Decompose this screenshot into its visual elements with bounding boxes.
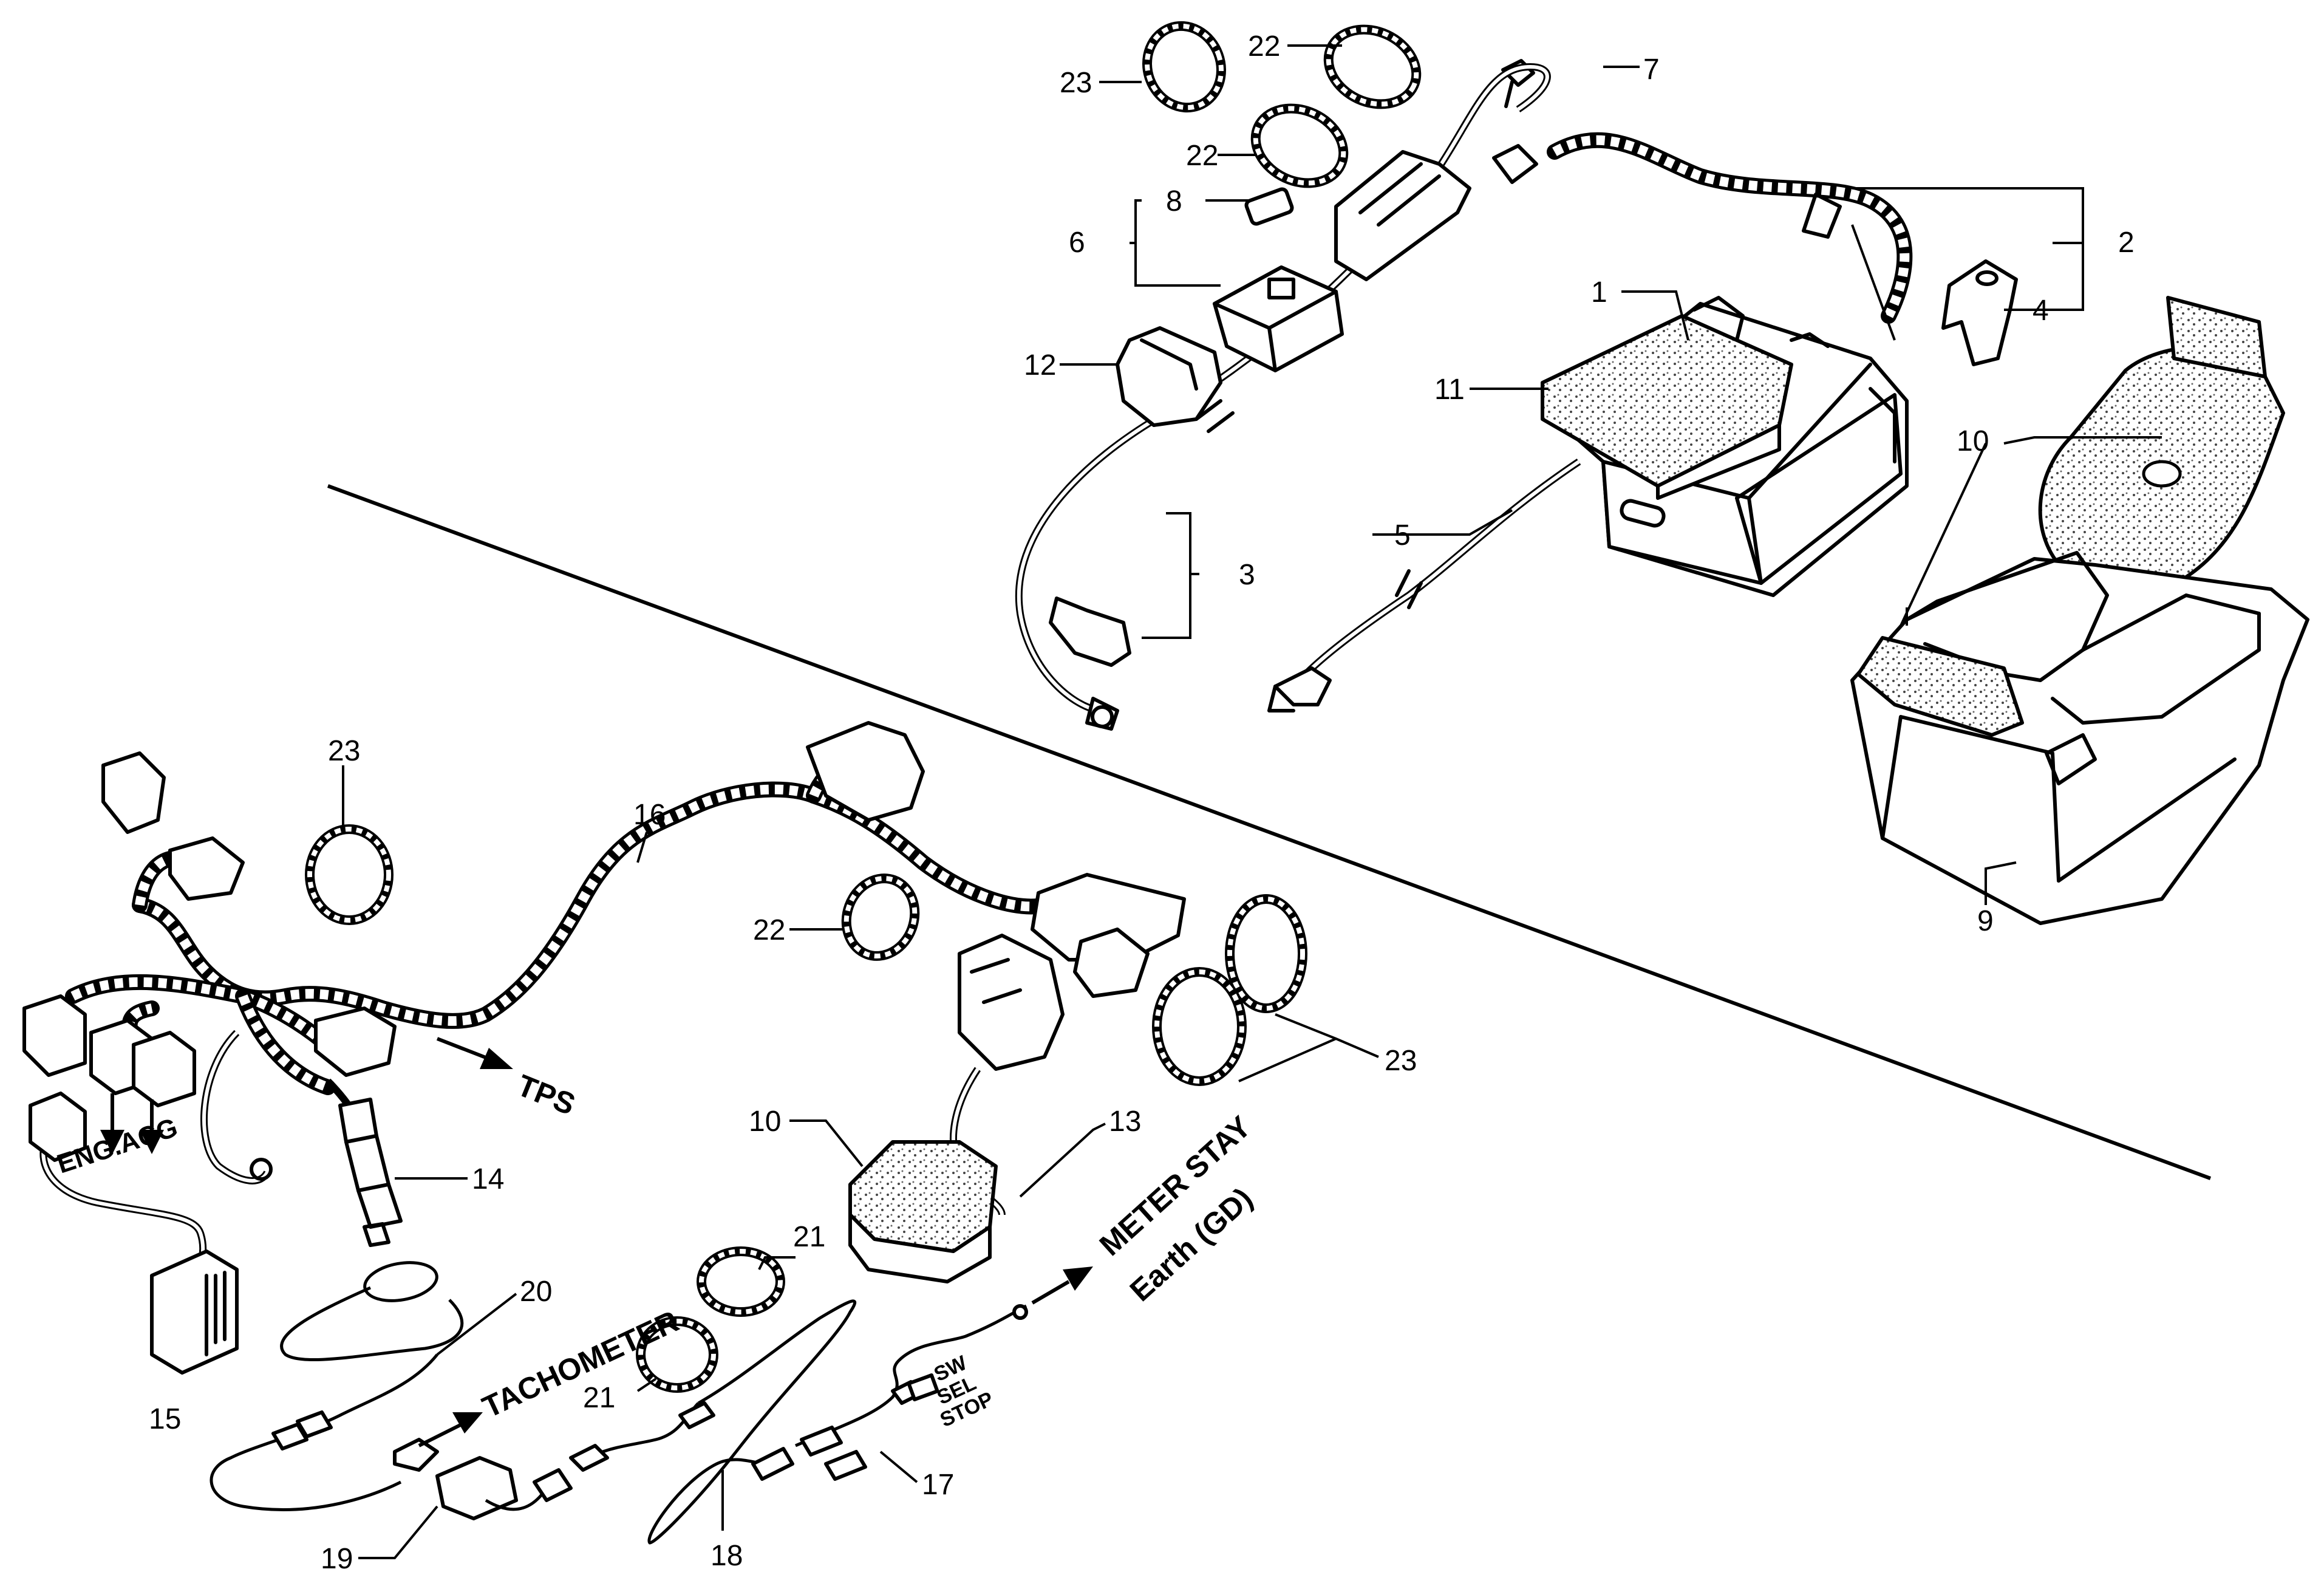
connector-19 <box>393 1438 573 1520</box>
o2-sensor-14 <box>325 1078 403 1247</box>
callout-10-upper: 10 <box>1957 425 1989 457</box>
callout-13: 13 <box>1109 1105 1141 1138</box>
callout-1: 1 <box>1591 276 1607 309</box>
callout-21-b: 21 <box>583 1382 615 1414</box>
pad-10-upper <box>2038 296 2285 596</box>
callout-22-lower: 22 <box>753 914 785 946</box>
callout-9: 9 <box>1977 905 1994 937</box>
ground-cable-5 <box>1267 459 1581 712</box>
callout-23-lower-left: 23 <box>328 735 360 767</box>
callout-12: 12 <box>1024 349 1056 381</box>
band-clip-23-upper <box>1142 21 1226 113</box>
band-clip-22-lower <box>841 873 920 961</box>
upper-leader-lines <box>1060 44 2162 905</box>
arrow-eng-acg <box>100 1093 164 1154</box>
callout-20: 20 <box>520 1276 552 1308</box>
callout-16: 16 <box>633 799 666 831</box>
callout-7: 7 <box>1643 53 1660 86</box>
callout-6: 6 <box>1069 227 1085 259</box>
callout-17: 17 <box>922 1469 954 1501</box>
callout-22-upper-a: 22 <box>1248 30 1280 63</box>
callout-5: 5 <box>1394 519 1411 552</box>
band-clip-23-lower-right-b <box>1152 967 1247 1086</box>
rubber-cover-12 <box>1116 326 1222 427</box>
callout-4: 4 <box>2033 295 2049 327</box>
lower-leader-lines <box>342 765 1379 1559</box>
arrow-tps <box>436 1037 513 1069</box>
main-harness-16 <box>22 721 1186 1184</box>
callout-23-lower-right: 23 <box>1385 1045 1417 1077</box>
wire-20 <box>210 1261 464 1511</box>
label-tachometer: TACHOMETER <box>477 1304 684 1424</box>
callout-8: 8 <box>1166 185 1182 217</box>
callout-2: 2 <box>2118 227 2135 259</box>
battery-cable-3 <box>1015 63 1551 731</box>
callout-23-upper: 23 <box>1060 67 1092 99</box>
switch-wire-17 <box>795 1304 1028 1481</box>
band-clip-23-lower-left <box>305 824 394 925</box>
wire-18 <box>569 1299 857 1545</box>
fuse-8 <box>1244 187 1294 226</box>
callout-22-upper-b: 22 <box>1186 140 1218 172</box>
callout-10-lower: 10 <box>749 1105 781 1138</box>
callout-15: 15 <box>149 1403 181 1435</box>
callout-14: 14 <box>472 1163 504 1195</box>
callout-18: 18 <box>710 1540 743 1572</box>
label-tps: TPS <box>513 1068 580 1121</box>
callout-11: 11 <box>1434 374 1465 406</box>
section-divider-line <box>327 484 2212 1180</box>
tray-9 <box>1850 551 2309 925</box>
wire-tube-2 <box>1547 132 1913 341</box>
relay-bracket <box>1334 144 1538 281</box>
callout-21-a: 21 <box>793 1221 825 1253</box>
callout-3: 3 <box>1239 559 1255 591</box>
arrow-meter-stay <box>1031 1266 1093 1305</box>
band-clip-21-b <box>636 1316 718 1393</box>
pad-10-lower <box>848 1140 998 1283</box>
band-clip-22-upper-a <box>1323 24 1422 109</box>
band-clip-23-lower-right-a <box>1225 894 1307 1013</box>
terminal-cover-4 <box>1941 259 2018 366</box>
callout-19: 19 <box>321 1543 353 1575</box>
arrow-tachometer <box>418 1412 483 1447</box>
module-15 <box>29 1092 239 1375</box>
battery-pad-11-side <box>1656 423 1781 500</box>
starter-relay-6 <box>1213 265 1344 372</box>
band-clip-21-a <box>697 1246 785 1317</box>
band-clip-22-upper-b <box>1250 103 1349 188</box>
